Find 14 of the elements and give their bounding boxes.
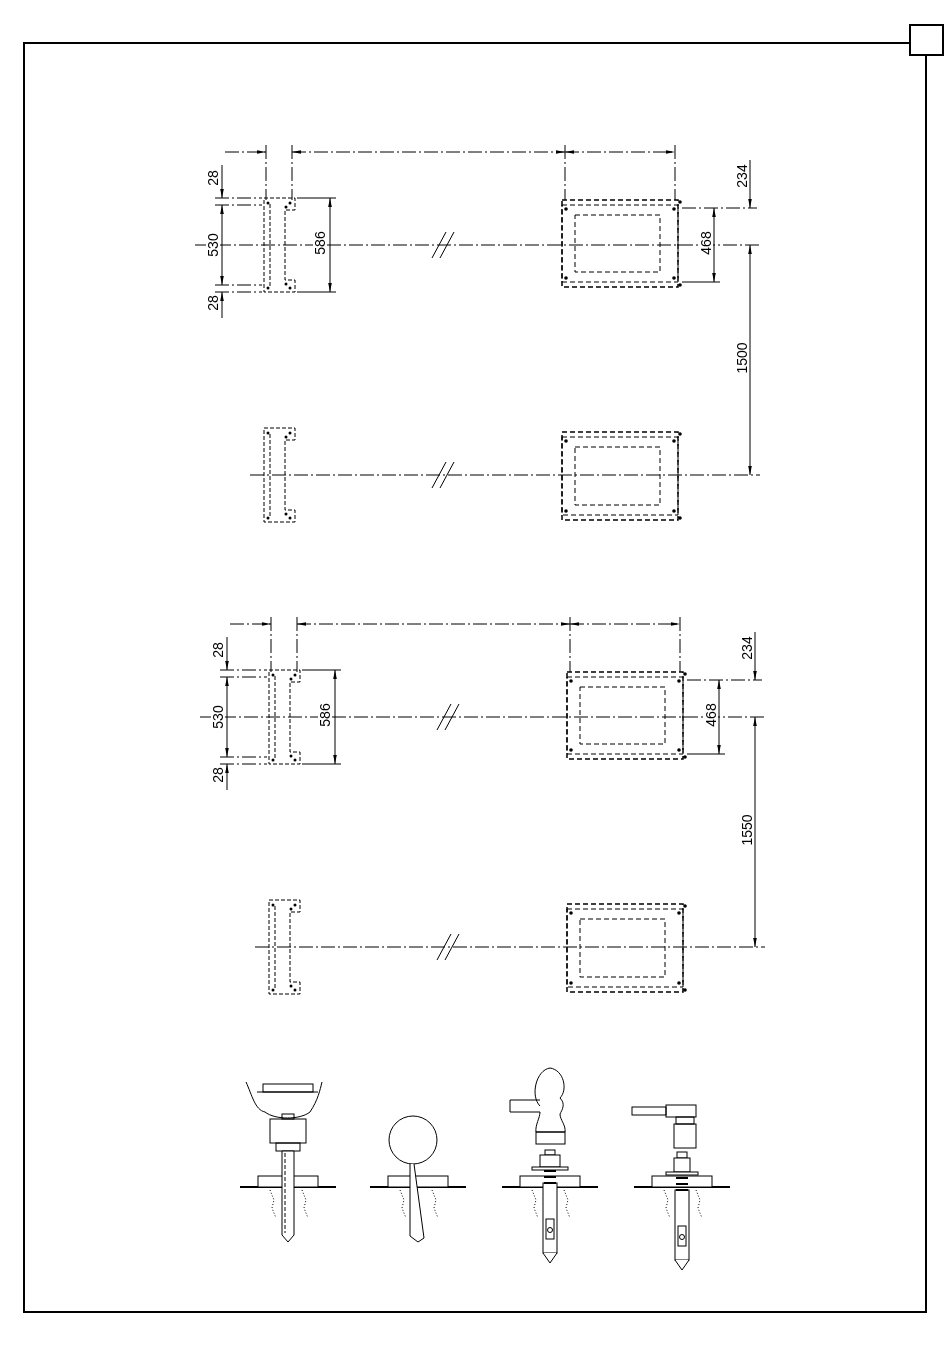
- dimension-label: 530: [211, 704, 225, 730]
- dimension-label: 28: [206, 294, 220, 312]
- dimension-label: 468: [704, 702, 718, 728]
- dimension-label: 1500: [735, 341, 749, 375]
- dimension-label: 28: [206, 169, 220, 187]
- dimension-label: 28: [211, 766, 225, 784]
- dimension-label: 28: [211, 641, 225, 659]
- dimension-label: 1550: [740, 813, 754, 847]
- dimension-label: 234: [740, 635, 754, 661]
- dimension-label: 468: [699, 230, 713, 256]
- dimension-label: 586: [318, 702, 332, 728]
- dimension-label: 234: [735, 163, 749, 189]
- dimension-label: 586: [313, 230, 327, 256]
- dimension-label: 530: [206, 232, 220, 258]
